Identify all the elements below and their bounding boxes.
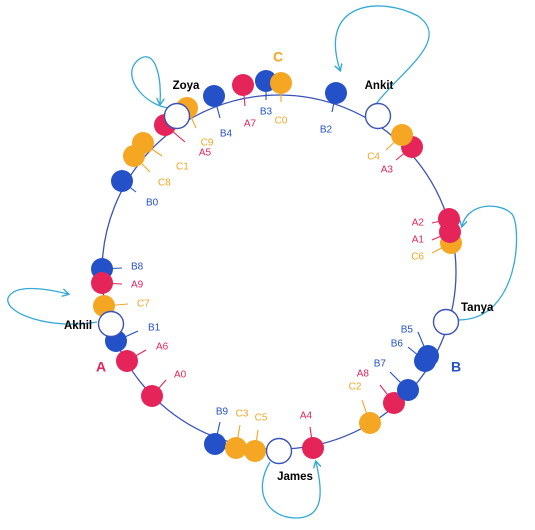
c5-label: C5 [255, 413, 268, 424]
james-name-label: James [277, 471, 313, 483]
b7-marker [397, 379, 419, 401]
tanya-server-marker [432, 308, 460, 336]
a7-label: A7 [244, 119, 257, 130]
zoya-server-marker [163, 102, 191, 130]
a1-label: A1 [412, 235, 425, 246]
c1-label: C1 [176, 162, 189, 173]
group-labels: A B C [96, 49, 461, 375]
c2-label: C2 [349, 382, 362, 393]
b9-marker [204, 433, 226, 455]
person-node-ankit: Ankit [364, 80, 394, 130]
ring-node-c8: C8 [123, 145, 171, 189]
a7-marker [232, 74, 254, 96]
a8-label: A8 [357, 369, 370, 380]
b4-marker [203, 85, 225, 107]
zoya-name-label: Zoya [173, 80, 200, 92]
person-node-tanya: Tanya [432, 302, 494, 336]
group-label-b: B [451, 359, 461, 375]
akhil-name-label: Akhil [64, 320, 92, 332]
c0-label: C0 [275, 116, 288, 127]
b3-label: B3 [260, 107, 273, 118]
ring-node-b2: B2 [320, 82, 347, 136]
b4-label: B4 [220, 129, 233, 140]
ring-node-a2: A2 [412, 208, 460, 230]
a2-label: A2 [412, 218, 425, 229]
ring-node-a8: A8 [357, 369, 405, 414]
b0-marker [111, 170, 133, 192]
c2-marker [359, 412, 381, 434]
ring-node-a6: A6 [116, 342, 169, 372]
a8-marker [383, 392, 405, 414]
a4-marker [302, 437, 324, 459]
a2-marker [438, 208, 460, 230]
c5-marker [244, 440, 266, 462]
akhil-loop-arrow [7, 287, 98, 325]
a6-marker [116, 350, 138, 372]
c3-label: C3 [236, 409, 249, 420]
group-label-a: A [96, 359, 106, 375]
b0-label: B0 [146, 198, 159, 209]
c9-label: C9 [201, 138, 214, 149]
james-server-marker [265, 437, 293, 465]
a4-label: A4 [300, 411, 313, 422]
ring-node-c5: C5 [244, 413, 268, 462]
c8-marker [123, 145, 145, 167]
ring-node-b4: B4 [203, 85, 233, 140]
a9-label: A9 [131, 280, 144, 291]
c7-label: C7 [137, 299, 150, 310]
b1-label: B1 [148, 323, 161, 334]
person-node-akhil: Akhil [64, 310, 125, 338]
ankit-server-marker [364, 102, 392, 130]
akhil-server-marker [97, 310, 125, 338]
b5-label: B5 [401, 325, 414, 336]
person-node-james: James [265, 437, 313, 483]
a9-marker [91, 272, 113, 294]
c0-marker [270, 72, 292, 94]
zoya-loop-arrow [131, 56, 175, 109]
james-loop-arrow [261, 462, 320, 519]
c4-marker [391, 124, 413, 146]
ring-node-a0: A0 [141, 370, 187, 407]
group-label-c: C [273, 49, 283, 65]
ring-node-a9: A9 [91, 272, 144, 294]
b9-label: B9 [216, 407, 229, 418]
c6-label: C6 [411, 252, 424, 263]
c3-marker [225, 437, 247, 459]
ring-node-a7: A7 [232, 74, 257, 130]
ring-node-a4: A4 [300, 411, 324, 459]
ring-node-b5: B5 [401, 325, 439, 367]
ring-node-c3: C3 [225, 409, 249, 459]
ring-node-b7: B7 [374, 359, 419, 401]
person-node-zoya: Zoya [163, 80, 200, 130]
tanya-name-label: Tanya [461, 302, 494, 314]
a0-label: A0 [174, 370, 187, 381]
b6-label: B6 [391, 339, 404, 350]
c4-label: C4 [367, 152, 380, 163]
ring-node-c7: C7 [93, 295, 150, 317]
b7-label: B7 [374, 359, 387, 370]
b5-marker [417, 345, 439, 367]
ring-node-b0: B0 [111, 170, 159, 209]
ankit-name-label: Ankit [365, 80, 394, 92]
ring-node-b9: B9 [204, 407, 229, 455]
a3-label: A3 [381, 165, 394, 176]
ring-node-c2: C2 [349, 382, 381, 434]
a6-label: A6 [156, 342, 169, 353]
c8-label: C8 [158, 178, 171, 189]
a5-label: A5 [199, 148, 212, 159]
ring-node-c0: C0 [270, 72, 292, 127]
a0-marker [141, 385, 163, 407]
b8-label: B8 [131, 262, 144, 273]
ankit-loop-arrow [335, 5, 430, 105]
ring-node-c4: C4 [367, 124, 413, 163]
b2-label: B2 [320, 125, 333, 136]
tanya-loop-arrow [457, 205, 518, 321]
b2-marker [325, 82, 347, 104]
